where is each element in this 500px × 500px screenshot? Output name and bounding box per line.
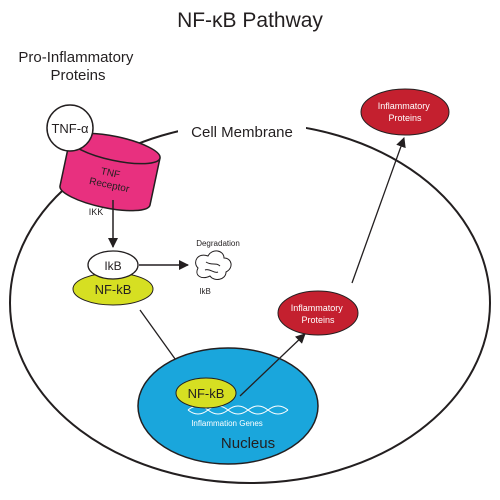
nfkb-cytoplasm-label: NF-kB [95,282,132,297]
secretion-arrow [351,137,406,284]
nfkb-nucleus [175,377,237,409]
pro-inflammatory-line1: Pro-Inflammatory [18,49,134,66]
ikb-label: IkB [104,259,121,273]
ikb-protein [87,250,139,280]
nfkb-nucleus-label: NF-kB [188,386,225,401]
cell-membrane-label: Cell Membrane [191,124,293,141]
tnf-receptor-line1: TNF [100,166,121,181]
degraded-ikb-label: IkB [199,287,211,296]
nucleus [137,347,319,465]
inflammatory-proteins-inner-line1: Inflammatory [291,303,344,313]
diagram-title: NF-κB Pathway [177,9,323,32]
degradation-label: Degradation [196,239,240,248]
inflammatory-proteins-outer-line2: Proteins [388,113,422,123]
pro-inflammatory-label: Pro-Inflammatory Proteins [18,49,137,84]
inflammatory-proteins-outer-line1: Inflammatory [378,101,431,111]
ikk-label: IKK [89,207,104,217]
nucleus-label: Nucleus [221,435,275,452]
expression-arrow [239,333,306,397]
inflammatory-proteins-inner [277,290,359,336]
inflammation-genes-label: Inflammation Genes [191,419,263,428]
tnf-alpha-label: TNF-α [51,121,89,136]
inflammatory-proteins-outer-label: Inflammatory Proteins [378,101,433,123]
pro-inflammatory-line2: Proteins [50,67,105,84]
inflammatory-proteins-inner-line2: Proteins [301,315,335,325]
inflammatory-proteins-outer [360,88,450,136]
tnf-receptor: TNF Receptor [59,132,161,212]
tnf-alpha-circle [46,104,94,152]
degraded-ikb-fragment [195,250,232,280]
dna-strands [187,405,289,415]
inflammatory-proteins-inner-label: Inflammatory Proteins [291,303,346,325]
